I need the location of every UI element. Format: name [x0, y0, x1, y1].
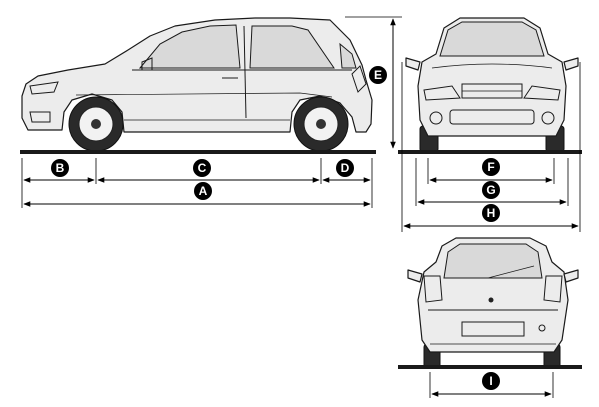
svg-text:B: B: [56, 161, 65, 175]
rear-ground-line: [398, 365, 582, 369]
label-d-badge: D: [336, 159, 354, 177]
svg-text:A: A: [199, 184, 208, 198]
side-view-car: [21, 17, 373, 133]
side-ground-line: [20, 150, 376, 154]
front-ground-line: [398, 150, 582, 154]
front-wheel: [68, 96, 124, 152]
front-view-car: [405, 17, 579, 153]
svg-text:H: H: [487, 206, 496, 220]
svg-text:E: E: [374, 68, 382, 82]
label-a-badge: A: [194, 182, 212, 200]
svg-text:F: F: [487, 160, 494, 174]
svg-text:C: C: [198, 161, 207, 175]
svg-text:I: I: [489, 374, 492, 388]
label-g-badge: G: [482, 181, 500, 199]
svg-text:G: G: [486, 183, 495, 197]
label-h-badge: H: [482, 204, 500, 222]
rear-wheel: [293, 96, 349, 152]
label-b-badge: B: [51, 159, 69, 177]
rear-view-car: [407, 237, 579, 369]
label-c-badge: C: [193, 159, 211, 177]
label-f-badge: F: [482, 158, 500, 176]
svg-text:D: D: [341, 161, 350, 175]
label-e-badge: E: [369, 66, 387, 84]
label-i-badge: I: [482, 372, 500, 390]
